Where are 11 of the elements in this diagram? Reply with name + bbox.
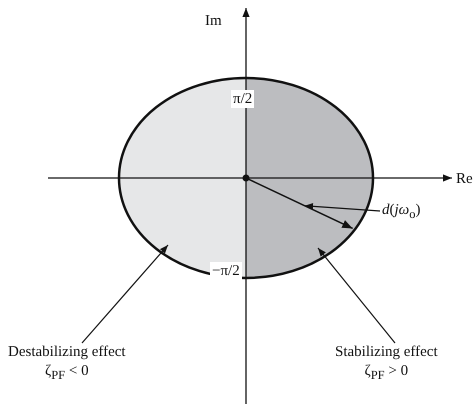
region-label: Destabilizing effect	[8, 343, 126, 362]
axis-label: Im	[205, 12, 222, 30]
vector-label: d(jω$_{o}$)	[382, 201, 421, 223]
condition-label: ζ$_{PF}$ < 0	[44, 362, 90, 384]
condition-label: ζ$_{PF}$ > 0	[364, 362, 410, 384]
axis-label: Re	[456, 170, 473, 188]
angle-label: −π/2	[210, 262, 242, 280]
leader-arrow	[82, 244, 168, 344]
angle-label: π/2	[231, 90, 254, 108]
leader-arrow	[318, 248, 396, 344]
region-label: Stabilizing effect	[335, 343, 438, 362]
